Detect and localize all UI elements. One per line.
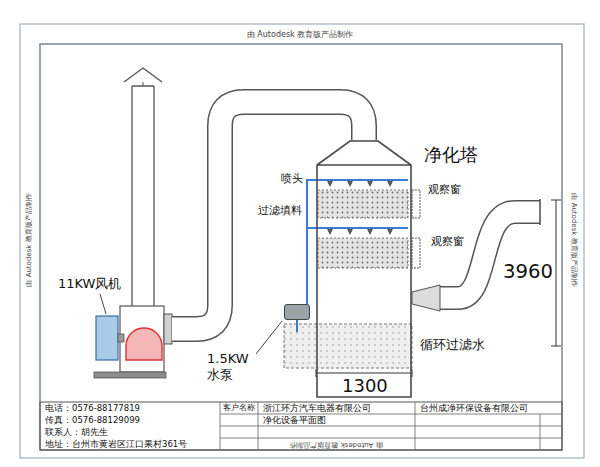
part-label: 喷头 <box>281 173 303 185</box>
spray-pipe <box>316 179 408 181</box>
fan-flange <box>164 314 172 344</box>
outer-frame <box>20 24 584 458</box>
leader-line <box>100 294 106 314</box>
part-label: 过滤填料 <box>258 205 302 217</box>
spray-nozzles <box>327 181 393 187</box>
air-duct <box>172 102 364 329</box>
filter-packing <box>318 238 408 268</box>
contact-info: 联系人：胡先生 <box>45 428 108 437</box>
leader-line <box>256 321 282 354</box>
contact-info: 电话：0576-88177819 <box>45 404 140 413</box>
chimney-rod <box>143 82 144 86</box>
water-pipe <box>307 180 316 304</box>
watermark: 由 Autodesk 教育版产品制作 <box>247 31 353 39</box>
title-block <box>40 402 562 450</box>
duct-inner <box>172 102 364 329</box>
observation-window <box>412 238 420 268</box>
part-label: 观察窗 <box>431 236 464 248</box>
contact-info: 地址：台州市黄岩区江口果村361号 <box>45 440 187 449</box>
inlet-duct <box>440 212 540 298</box>
watermark: 由 Autodesk 教育版产品制作 <box>289 440 382 447</box>
spray-pipe <box>307 227 408 229</box>
inlet-duct <box>440 212 540 298</box>
fan-motor <box>96 316 118 360</box>
table-cell: 台州成净环保设备有限公司 <box>420 404 528 413</box>
duct-wall <box>172 102 364 329</box>
fan-impeller <box>126 328 162 360</box>
watermark: 由 Autodesk 教育版产品制作 <box>26 193 33 286</box>
purification-tower: 净化塔 <box>316 140 412 398</box>
fan-shaft <box>118 334 124 342</box>
dimension-line <box>316 369 412 377</box>
tower-body <box>317 141 411 397</box>
inner-frame <box>40 44 562 450</box>
water-pump: 1.5KW 水泵 <box>284 304 310 320</box>
tower-outline <box>316 140 412 398</box>
node-label: 1.5KW 水泵 <box>207 351 257 384</box>
filter-packing <box>318 190 408 218</box>
table-cell: 客户名称 <box>223 404 255 412</box>
dimension-value: 3960 <box>503 262 553 283</box>
observation-window <box>412 190 420 218</box>
node-label: 11KW风机 <box>58 276 121 292</box>
spray-nozzles <box>327 229 393 235</box>
chimney-cap <box>124 68 162 82</box>
watermark: 由 Autodesk 教育版产品制作 <box>569 193 576 286</box>
chimney <box>132 86 154 306</box>
contact-info: 传真：0576-88129099 <box>45 416 140 425</box>
part-label: 循环过滤水 <box>420 338 485 352</box>
inlet-flange <box>412 285 440 311</box>
part-label: 观察窗 <box>428 184 461 196</box>
table-cell: 浙江环方汽车电器有限公司 <box>263 404 371 413</box>
dimension-value: 1300 <box>342 377 388 396</box>
water-tank <box>284 324 412 368</box>
duct-end <box>539 199 541 225</box>
fan-base <box>94 372 166 378</box>
fan-housing <box>120 306 164 372</box>
pipe-line <box>307 180 316 304</box>
node-label: 净化塔 <box>424 144 478 167</box>
suction-pipe <box>296 320 298 332</box>
table-cell: 净化设备平面图 <box>263 416 326 425</box>
title-grid <box>220 402 562 450</box>
fan-unit: 11KW风机 <box>92 300 172 380</box>
